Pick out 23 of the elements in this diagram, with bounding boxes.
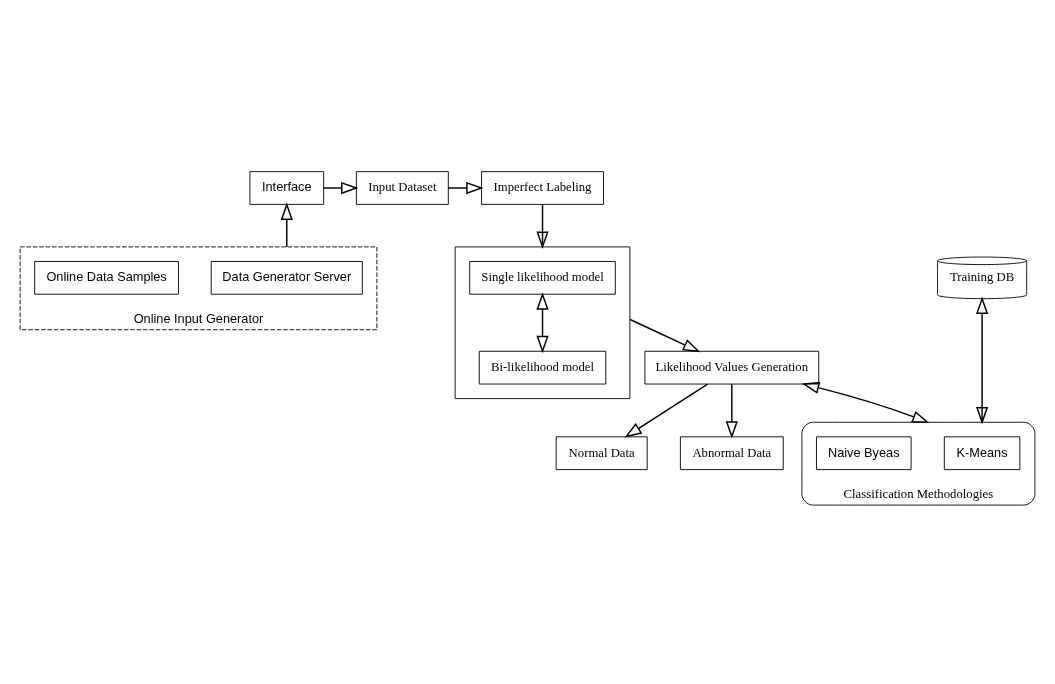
arrow xyxy=(801,381,930,424)
arrow xyxy=(975,296,989,425)
arrow xyxy=(280,202,293,248)
arrow xyxy=(725,383,738,439)
node-box: Likelihood Values Generation xyxy=(644,350,820,385)
arrow xyxy=(536,203,549,250)
node-box: K-Means xyxy=(943,436,1021,471)
node-box: Interface xyxy=(249,171,325,205)
arrow xyxy=(629,318,701,353)
node-box: Abnormal Data xyxy=(679,436,784,471)
arrow xyxy=(323,181,359,195)
arrow xyxy=(536,292,549,354)
arrow xyxy=(447,181,484,195)
node-box: Normal Data xyxy=(555,436,648,471)
node-box: Imperfect Labeling xyxy=(481,171,604,205)
node-box: Naive Byeas xyxy=(816,436,912,471)
node-box: Online Data Samples xyxy=(34,261,179,295)
node-box: Input Dataset xyxy=(355,171,449,205)
node-box: Data Generator Server xyxy=(210,261,363,295)
arrow xyxy=(624,383,709,438)
cluster xyxy=(454,246,631,400)
node-box: Single likelihood model xyxy=(469,261,616,295)
node-box: Bi-likelihood model xyxy=(478,350,607,385)
